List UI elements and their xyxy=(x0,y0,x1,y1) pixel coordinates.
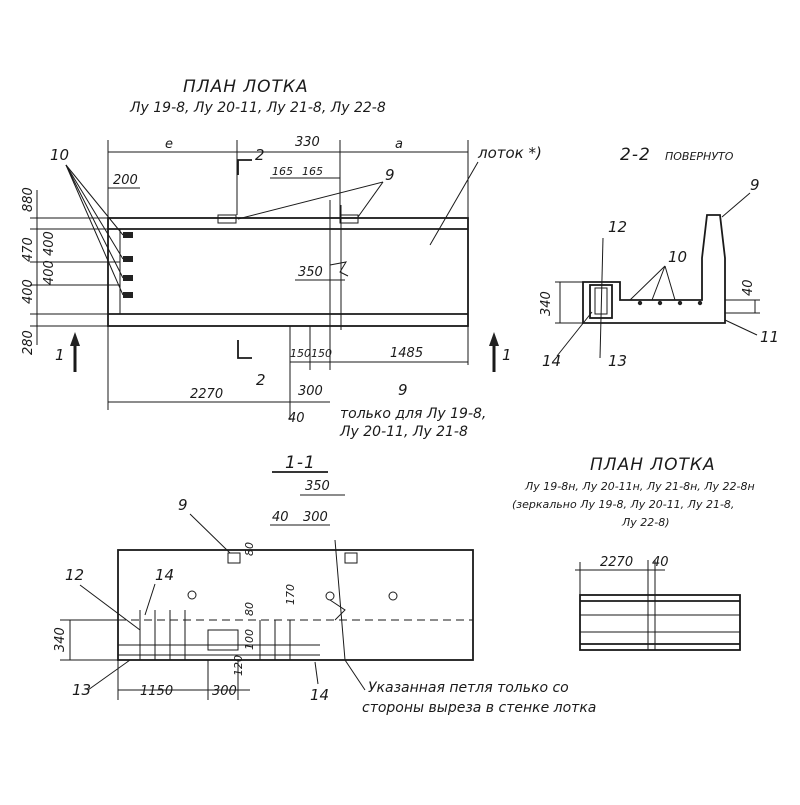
section-1-1-dim-1150: 1150 xyxy=(140,684,173,699)
dim-400-a: 400 xyxy=(42,231,57,256)
callout-9: 9 xyxy=(385,166,395,184)
dim-150-a: 150 xyxy=(290,347,311,360)
mirror-plan-line-3: Лу 22-8) xyxy=(621,516,670,529)
plan-title: ПЛАН ЛОТКА xyxy=(183,77,309,97)
section-2-2-suffix: ПОВЕРНУТО xyxy=(665,150,734,163)
section-2-2: 2-2 ПОВЕРНУТО 340 40 9 12 10 14 13 11 xyxy=(539,145,779,370)
mirror-tray-outline xyxy=(579,594,741,651)
dim-2270: 2270 xyxy=(190,387,223,402)
mirror-plan-title: ПЛАН ЛОТКА xyxy=(590,455,716,475)
dim-165-b: 165 xyxy=(302,165,323,178)
dim-400-b: 400 xyxy=(21,279,36,304)
section-1-1-dim-40: 40 xyxy=(272,510,289,525)
dim-200: 200 xyxy=(113,173,138,188)
section-1-1-callout-13: 13 xyxy=(72,681,91,699)
dim-280: 280 xyxy=(21,330,36,355)
section-1-1-note-line-1: Указанная петля только со xyxy=(368,680,569,696)
section-2-2-callout-12: 12 xyxy=(608,218,627,236)
plan-view-main: ПЛАН ЛОТКА Лу 19-8, Лу 20-11, Лу 21-8, Л… xyxy=(21,77,542,440)
section-1-1-dim-340: 340 xyxy=(53,627,68,652)
tray-label: лоток *) xyxy=(477,144,542,162)
dim-400-c: 400 xyxy=(42,260,57,285)
section-2-2-callout-13: 13 xyxy=(608,352,627,370)
lifting-loop xyxy=(344,552,358,564)
mirror-plan-line-1: Лу 19-8н, Лу 20-11н, Лу 21-8н, Лу 22-8н xyxy=(524,480,755,493)
dim-300: 300 xyxy=(298,384,323,399)
section-1-1-dim-100: 100 xyxy=(243,629,256,650)
section-mark-2-bottom: 2 xyxy=(256,371,266,389)
section-1-1-callout-14b: 14 xyxy=(310,686,329,704)
section-1-1-dim-80b: 80 xyxy=(243,602,256,616)
section-2-2-callout-9: 9 xyxy=(750,176,760,194)
lifting-loop xyxy=(217,214,237,224)
dim-e: е xyxy=(165,137,173,152)
dim-a: а xyxy=(395,137,403,152)
embedded-plate xyxy=(123,275,133,281)
mounting-hole xyxy=(388,591,398,601)
dim-330: 330 xyxy=(295,135,320,150)
tray-outline xyxy=(107,217,469,327)
section-1-1-callout-14a: 14 xyxy=(155,566,174,584)
dim-150-b: 150 xyxy=(311,347,332,360)
dim-40: 40 xyxy=(288,411,305,426)
embedded-plate xyxy=(123,232,133,238)
embedded-plate xyxy=(123,292,133,298)
dim-165-a: 165 xyxy=(272,165,293,178)
section-1-1-title: 1-1 xyxy=(285,453,316,473)
section-1-1-callout-9: 9 xyxy=(178,496,188,514)
plan-view-mirror: ПЛАН ЛОТКА Лу 19-8н, Лу 20-11н, Лу 21-8н… xyxy=(512,455,755,651)
mounting-hole xyxy=(187,590,197,600)
section-2-2-callout-14: 14 xyxy=(542,352,561,370)
section-1-1-dim-300b: 300 xyxy=(212,684,237,699)
mounting-hole xyxy=(325,591,335,601)
mirror-dim-2270: 2270 xyxy=(600,555,633,570)
section-2-2-callout-11: 11 xyxy=(760,328,779,346)
section-mark-1-left: 1 xyxy=(55,346,65,364)
section-mark-2-top: 2 xyxy=(255,146,265,164)
note-callout-9: 9 xyxy=(398,381,408,399)
dim-1485: 1485 xyxy=(390,346,423,361)
lifting-loop xyxy=(227,552,241,564)
section-1-1-elevation xyxy=(117,549,474,661)
section-2-2-dim-40: 40 xyxy=(741,279,756,296)
section-1-1-dim-80a: 80 xyxy=(243,542,256,556)
dim-470: 470 xyxy=(21,237,36,262)
section-1-1-dim-170: 170 xyxy=(284,584,297,605)
mirror-dim-40: 40 xyxy=(652,555,669,570)
lifting-loop xyxy=(339,214,359,224)
section-mark-1-right: 1 xyxy=(502,346,512,364)
section-1-1: 1-1 350 40 300 80 170 80 100 12 xyxy=(53,453,596,716)
section-2-2-title: 2-2 xyxy=(620,145,651,165)
note-line-2: Лу 20-11, Лу 21-8 xyxy=(339,424,468,440)
callout-10: 10 xyxy=(50,146,69,164)
section-1-1-note-line-2: стороны выреза в стенке лотка xyxy=(362,700,596,716)
embedded-plate xyxy=(123,256,133,262)
dim-350: 350 xyxy=(298,265,323,280)
section-1-1-dim-350: 350 xyxy=(305,479,330,494)
section-1-1-callout-12: 12 xyxy=(65,566,84,584)
section-2-2-callout-10: 10 xyxy=(668,248,687,266)
note-line-1: только для Лу 19-8, xyxy=(340,406,486,422)
mirror-plan-line-2: (зеркально Лу 19-8, Лу 20-11, Лу 21-8, xyxy=(512,498,734,511)
plan-subtitle: Лу 19-8, Лу 20-11, Лу 21-8, Лу 22-8 xyxy=(129,100,386,116)
tray-profile xyxy=(582,214,726,324)
section-1-1-dim-300: 300 xyxy=(303,510,328,525)
dim-880: 880 xyxy=(21,187,36,212)
section-2-2-dim-340: 340 xyxy=(539,291,554,316)
